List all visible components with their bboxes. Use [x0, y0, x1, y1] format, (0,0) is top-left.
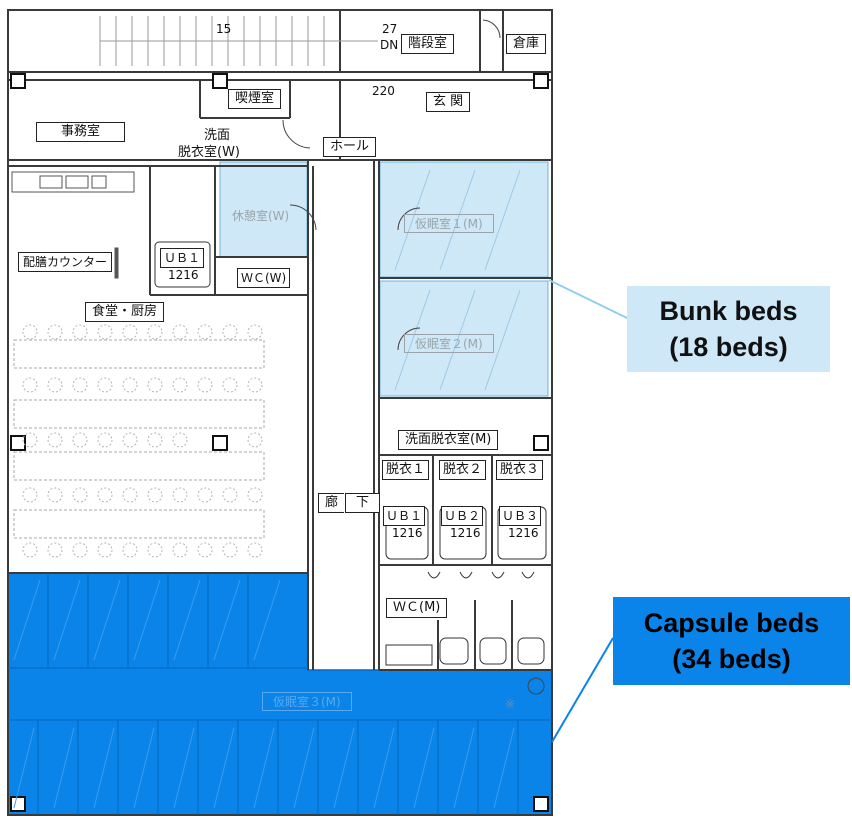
room-bunk-1: 仮眠室１(M): [404, 214, 494, 233]
dimension-label: 220: [372, 84, 395, 98]
room-entrance: 玄 関: [426, 92, 471, 112]
ub2-size: 1216: [450, 526, 481, 540]
room-washroom-w-line1: 洗面: [204, 128, 231, 143]
room-hall: ホール: [323, 137, 377, 157]
room-changing-1: 脱衣１: [382, 460, 430, 480]
room-ub2: ＵＢ２: [441, 506, 484, 526]
structural-columns: [10, 73, 549, 812]
ub3-size: 1216: [508, 526, 539, 540]
stair-count-label: 27: [382, 22, 398, 36]
room-ub1-left: ＵＢ１: [160, 248, 205, 268]
room-dining-kitchen: 食堂・厨房: [85, 302, 165, 322]
room-wc-w: ＷＣ(W): [237, 268, 291, 288]
dining-tables: [13, 339, 265, 539]
room-ub1-left-size: 1216: [168, 268, 199, 282]
room-bunk-2: 仮眠室２(M): [404, 334, 494, 353]
room-changing-2: 脱衣２: [439, 460, 487, 480]
ub1-size: 1216: [392, 526, 423, 540]
stair-steps-label: 15: [216, 22, 232, 36]
capsule-callout-line1: Capsule beds: [643, 608, 820, 638]
bunk-room-1-highlight: [379, 161, 549, 278]
stair-direction-label: DN: [380, 38, 399, 52]
bunk-hatching: [394, 169, 521, 391]
bunk-callout-line1: Bunk beds: [659, 296, 798, 326]
serving-counter-label: 配膳カウンター: [18, 252, 113, 272]
dining-chairs: [22, 324, 263, 558]
room-office: 事務室: [36, 122, 126, 142]
capsule-grid: [8, 573, 552, 815]
room-ub1: ＵＢ１: [383, 506, 426, 526]
capsule-callout-line2: (34 beds): [672, 644, 791, 674]
room-washroom-w-line2: 脱衣室(W): [178, 145, 240, 160]
stair-treads: [99, 16, 378, 66]
room-ub3: ＵＢ３: [499, 506, 542, 526]
rest-room-highlight: [219, 161, 308, 258]
room-storage: 倉庫: [506, 34, 547, 54]
capsule-leader-line: [551, 637, 614, 743]
bunk-room-2-highlight: [379, 280, 549, 397]
room-capsule-3: 仮眠室３(M): [262, 692, 352, 711]
note-mark: ※: [505, 697, 516, 711]
corridor-label-b: 下: [345, 493, 381, 513]
bunk-leader-line: [548, 279, 628, 319]
capsule-beds-callout: Capsule beds (34 beds): [613, 597, 850, 685]
capsule-hatching: [13, 579, 515, 809]
bunk-beds-callout: Bunk beds (18 beds): [627, 286, 830, 372]
room-smoking: 喫煙室: [228, 89, 282, 109]
bunk-callout-line2: (18 beds): [669, 332, 788, 362]
room-wc-m: ＷＣ(M): [386, 598, 448, 618]
corridor-label-a: 廊: [318, 493, 345, 513]
kitchen-counter: [11, 171, 135, 279]
room-washroom-m: 洗面脱衣室(M): [398, 430, 499, 450]
outer-walls: [7, 9, 553, 816]
room-rest-w: 休憩室(W): [232, 209, 290, 223]
room-stairwell: 階段室: [401, 34, 455, 54]
room-changing-3: 脱衣３: [496, 460, 544, 480]
